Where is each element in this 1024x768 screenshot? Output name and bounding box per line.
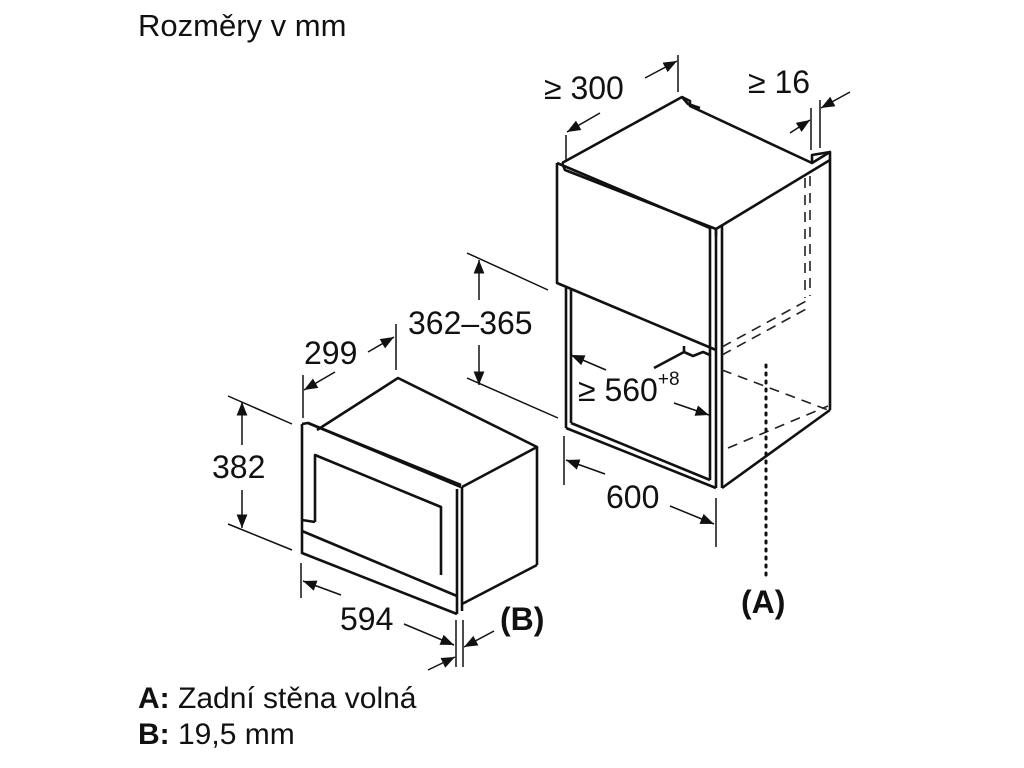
niche-width-tolerance: +8 (657, 369, 680, 390)
appliance-width-label: 594 (340, 601, 394, 637)
front-gap-label: ≥ 16 (748, 64, 811, 100)
niche-height-label: 362–365 (408, 305, 533, 341)
appliance-drawing (300, 376, 539, 616)
niche-width-label: ≥ 560+8 (578, 370, 680, 408)
callout-a-label: (A) (741, 584, 786, 620)
appliance-depth-label: 299 (304, 335, 358, 371)
callout-b-label: (B) (500, 601, 545, 637)
cabinet-width-label: 600 (606, 479, 660, 515)
legend-text: 19,5 mm (178, 718, 295, 751)
diagram-title: Rozměry v mm (138, 8, 347, 43)
hidden-lines (721, 176, 829, 449)
niche-depth-label: ≥ 300 (544, 70, 624, 106)
cabinet-drawing (555, 95, 832, 490)
legend-item-b: B: 19,5 mm (138, 720, 295, 750)
legend-key: A: (138, 682, 170, 715)
legend-text: Zadní stěna volná (178, 682, 417, 715)
niche-width-value: ≥ 560 (578, 372, 658, 408)
legend-key: B: (138, 718, 170, 751)
appliance-height-label: 382 (212, 449, 266, 485)
legend-item-a: A: Zadní stěna volná (138, 684, 417, 714)
dimension-lines (227, 55, 851, 671)
